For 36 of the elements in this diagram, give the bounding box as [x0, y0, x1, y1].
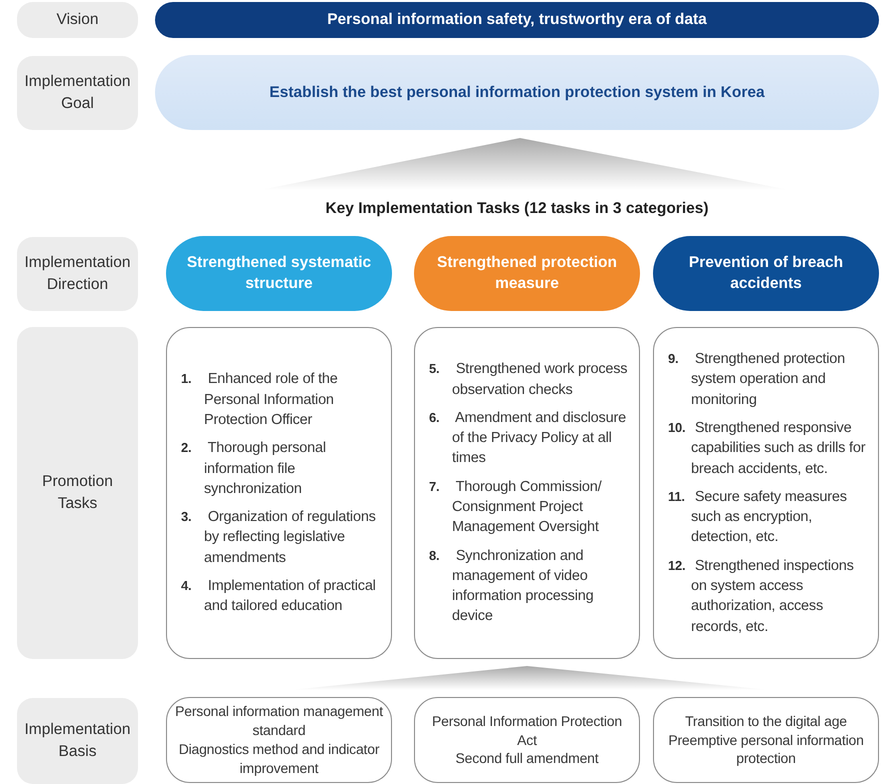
task-item: 6. Amendment and disclosure of the Privacy Policy at all times: [429, 408, 627, 468]
task-list-box: [653, 327, 879, 659]
task-item: 5. Strengthened work process observation checks: [429, 360, 628, 400]
row-label: Implementation Goal: [24, 72, 132, 114]
banner-text: Establish the best personal information protection system in Korea: [269, 84, 765, 102]
row-label: Promotion Tasks: [41, 472, 114, 514]
basis-text: Second full amendment: [456, 749, 598, 768]
basis-box: [166, 697, 392, 783]
task-item: 9. Strengthened protection system operation and monitoring: [668, 350, 846, 410]
row-label: Vision: [56, 10, 98, 30]
task-item: 3. Organization of regulations by reflecting legislative amendments: [181, 508, 377, 568]
basis-text: Diagnostics method and indicator improvement: [178, 740, 380, 778]
basis-text: Personal Information Protection Act: [431, 712, 623, 750]
task-item: 4. Implementation of practical and tailored education: [181, 577, 377, 616]
task-item: 11. Secure safety measures such as encryption, detection, etc.: [668, 488, 848, 548]
basis-text: Transition to the digital age: [685, 712, 847, 731]
pill-text: Strengthened systematic structure: [186, 252, 372, 294]
task-item: 12. Strengthened inspections on system access authorization, access records, etc.: [668, 556, 855, 637]
banner-text: Personal information safety, trustworthy era of data: [327, 11, 707, 29]
task-item: 1. Enhanced role of the Personal Information Protection Officer: [181, 370, 339, 430]
pill-text: Prevention of breach accidents: [688, 252, 844, 294]
basis-text: Personal information management standard: [174, 702, 384, 740]
task-item: 2. Thorough personal information file synchronization: [181, 439, 327, 499]
task-list-box: [166, 327, 392, 659]
section-heading: Key Implementation Tasks (12 tasks in 3 categories): [324, 200, 710, 218]
task-item: 10. Strengthened responsive capabilities such as drills for breach accidents, etc.: [668, 418, 866, 479]
pill-text: Strengthened protection measure: [436, 252, 618, 294]
task-list-box: [414, 327, 640, 659]
task-item: 8. Synchronization and management of video information processing device: [429, 546, 594, 626]
row-label: Implementation Direction: [24, 252, 132, 295]
vision-banner: [155, 2, 879, 38]
basis-box: [653, 697, 879, 783]
row-label: Implementation Basis: [24, 720, 132, 762]
basis-text: Preemptive personal information protection: [667, 730, 865, 768]
task-item: 7. Thorough Commission/ Consignment Project Management Oversight: [429, 478, 603, 538]
basis-box: [414, 697, 640, 783]
